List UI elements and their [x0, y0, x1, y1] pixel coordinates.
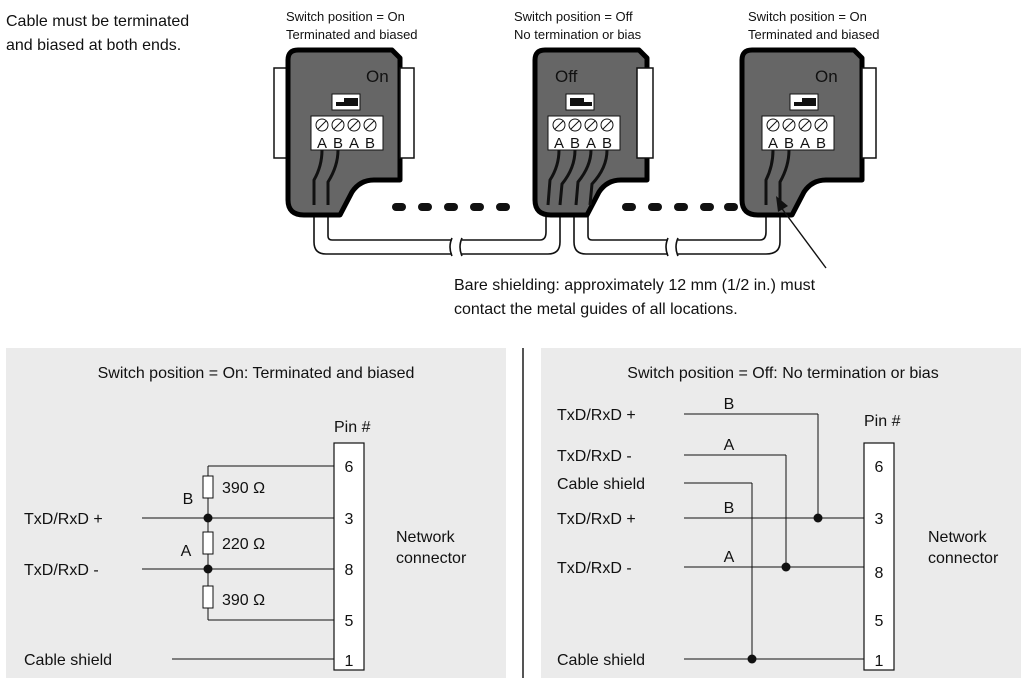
panel-off-network-line-1: Network [928, 529, 988, 546]
panel-on-pin-8: 8 [345, 562, 354, 579]
connector-1-caption-line-2: Terminated and biased [286, 27, 418, 42]
connector-3-pin-1: A [768, 135, 778, 152]
panel-on-pin-1: 1 [345, 653, 354, 670]
panel-off-signal-shield-1: Cable shield [557, 476, 645, 493]
connector-2-caption-line-2: No termination or bias [514, 27, 642, 42]
connector-2-pin-3: A [586, 135, 596, 152]
panel-on-network-line-1: Network [396, 529, 456, 546]
connector-1-pin-2: B [333, 135, 343, 152]
connector-1-pin-3: A [349, 135, 359, 152]
continuation-dots [392, 203, 738, 211]
panel-off-signal-shield-2: Cable shield [557, 652, 645, 669]
connector-2-pin-4: B [602, 135, 612, 152]
wire-label-a-bottom: A [724, 549, 735, 566]
resistor-390-top [202, 475, 214, 499]
wire-label-b-bottom: B [724, 500, 735, 517]
panel-on-pin-5: 5 [345, 613, 354, 630]
panel-off-background [541, 348, 1021, 678]
panel-on-signal-minus: TxD/RxD - [24, 562, 99, 579]
connector-3-pin-2: B [784, 135, 794, 152]
connector-1-pin-1: A [317, 135, 327, 152]
connector-3-state-label: On [815, 67, 838, 86]
panel-off-network-line-2: connector [928, 550, 999, 567]
panel-off-signal-plus-2: TxD/RxD + [557, 511, 636, 528]
panel-on-schematic: Switch position = On: Terminated and bia… [24, 365, 467, 671]
node-b-label: B [183, 491, 194, 508]
wire-label-a-top: A [724, 437, 735, 454]
connector-1-pin-4: B [365, 135, 375, 152]
node-b [203, 513, 213, 523]
junction-pin-8 [781, 562, 791, 572]
panel-off-pin-header: Pin # [864, 413, 901, 430]
shielding-note-line-2: contact the metal guides of all location… [454, 301, 738, 318]
resistor-1-label: 390 Ω [222, 480, 265, 497]
connector-2-caption-line-1: Switch position = Off [514, 9, 633, 24]
connector-3-caption-line-2: Terminated and biased [748, 27, 880, 42]
connector-1-state-label: On [366, 67, 389, 86]
shielding-arrow [776, 196, 827, 269]
panel-off-title: Switch position = Off: No termination or… [627, 365, 938, 382]
panel-off-signal-minus-1: TxD/RxD - [557, 448, 632, 465]
panel-off-pin-1: 1 [875, 653, 884, 670]
connector-2-state-label: Off [555, 67, 578, 86]
panel-on-pin-3: 3 [345, 511, 354, 528]
wire-label-b-top: B [724, 396, 735, 413]
panel-on-pin-6: 6 [345, 459, 354, 476]
resistor-390-bottom [202, 585, 214, 609]
shielding-note-line-1: Bare shielding: approximately 12 mm (1/2… [454, 277, 816, 294]
panel-off-pin-3: 3 [875, 511, 884, 528]
connector-3-pin-4: B [816, 135, 826, 152]
junction-pin-3 [813, 513, 823, 523]
node-a-label: A [181, 543, 192, 560]
node-a [203, 564, 213, 574]
cable-run [313, 205, 781, 257]
connector-1-caption-line-1: Switch position = On [286, 9, 405, 24]
connector-3-pin-3: A [800, 135, 810, 152]
junction-pin-1 [747, 654, 757, 664]
connector-2: Off A B A B [532, 47, 654, 218]
panel-on-background [6, 348, 506, 678]
panel-on-network-line-2: connector [396, 550, 467, 567]
connector-2-pin-1: A [554, 135, 564, 152]
panel-off-signal-minus-2: TxD/RxD - [557, 560, 632, 577]
panel-off-pin-5: 5 [875, 613, 884, 630]
panel-on-title: Switch position = On: Terminated and bia… [98, 365, 415, 382]
connector-1: On A B A B [273, 47, 415, 218]
resistor-220 [202, 531, 214, 555]
connector-2-pin-2: B [570, 135, 580, 152]
intro-line-1: Cable must be terminated [6, 13, 189, 30]
panel-off-pin-6: 6 [875, 459, 884, 476]
connector-3: On A B A B [739, 47, 877, 218]
resistor-3-label: 390 Ω [222, 592, 265, 609]
panel-on-signal-plus: TxD/RxD + [24, 511, 103, 528]
resistor-2-label: 220 Ω [222, 536, 265, 553]
panel-off-pin-8: 8 [875, 565, 884, 582]
panel-on-signal-shield: Cable shield [24, 652, 112, 669]
panel-off-signal-plus-1: TxD/RxD + [557, 407, 636, 424]
connector-3-caption-line-1: Switch position = On [748, 9, 867, 24]
panel-on-pin-header: Pin # [334, 419, 371, 436]
intro-line-2: and biased at both ends. [6, 37, 181, 54]
panel-off-schematic: Switch position = Off: No termination or… [557, 365, 999, 671]
